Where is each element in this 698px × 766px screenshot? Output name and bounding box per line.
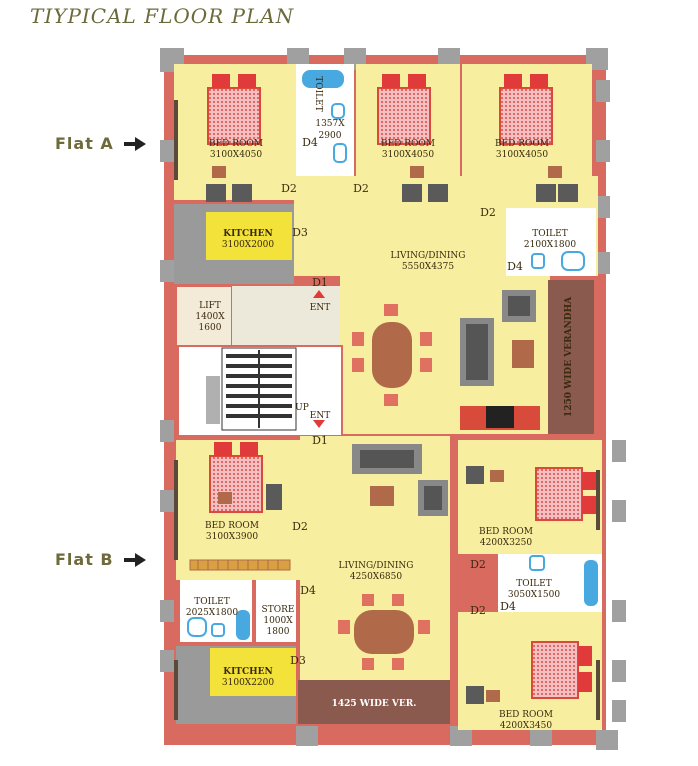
label-b-toilet2: TOILET <box>516 579 552 589</box>
door-label: D1 <box>312 434 328 447</box>
label-b-store: STORE <box>262 605 295 615</box>
toilet-fixtures <box>187 70 598 640</box>
size-a-toilet2: 2100X1800 <box>524 240 576 250</box>
label-a-kitchen: KITCHEN <box>223 229 272 239</box>
dining-table-a <box>352 304 432 406</box>
label-lift: LIFT <box>199 301 221 311</box>
label-b-living: LIVING/DINING <box>339 561 414 571</box>
verandah-b <box>298 680 450 724</box>
door-label: D4 <box>302 136 318 149</box>
flat-a-label: Flat A <box>55 134 114 153</box>
door-label: D2 <box>470 604 486 617</box>
size-a-toilet1-2: 2900 <box>319 131 342 141</box>
size-lift-2: 1600 <box>199 323 222 333</box>
door-label: D3 <box>290 654 306 667</box>
arrow-right-icon <box>124 553 146 567</box>
door-label: D4 <box>507 260 523 273</box>
door-label: D2 <box>480 206 496 219</box>
size-a-toilet1-1: 1357X <box>315 119 345 129</box>
door-label: D2 <box>281 182 297 195</box>
label-b-kitchen: KITCHEN <box>223 667 272 677</box>
entry-arrow-icon <box>313 290 325 298</box>
door-label: D2 <box>470 558 486 571</box>
ent-label: ENT <box>310 303 330 313</box>
size-b-living: 4250X6850 <box>350 572 402 582</box>
size-a-living: 5550X4375 <box>402 262 454 272</box>
beds <box>207 74 596 699</box>
label-a-toilet2: TOILET <box>532 229 568 239</box>
label-verandha: 1250 WIDE VERANDHA <box>564 296 574 417</box>
door-label: D2 <box>353 182 369 195</box>
label-b-bed2: BED ROOM <box>479 527 533 537</box>
verandha-a <box>548 280 594 434</box>
door-label: D4 <box>300 584 316 597</box>
kitchen-b <box>210 648 296 696</box>
size-b-toilet1: 2025X1800 <box>186 608 238 618</box>
size-b-bed3: 4200X3450 <box>500 721 552 731</box>
size-b-bed1: 3100X3900 <box>206 532 258 542</box>
size-a-kitchen: 3100X2000 <box>222 240 274 250</box>
label-a-bed1: BED ROOM <box>209 139 263 149</box>
size-a-bed3: 3100X4050 <box>496 150 548 160</box>
door-label: D3 <box>292 226 308 239</box>
staircase <box>221 347 297 431</box>
size-b-store-1: 1000X <box>263 616 293 626</box>
label-a-bed3: BED ROOM <box>495 139 549 149</box>
flat-b-label: Flat B <box>55 550 114 569</box>
size-b-store-2: 1800 <box>267 627 290 637</box>
page-title: TIYPICAL FLOOR PLAN <box>30 4 295 28</box>
label-b-toilet1: TOILET <box>194 597 230 607</box>
pillars <box>160 48 626 750</box>
kitchen-a <box>206 212 292 260</box>
dining-table-b <box>338 594 430 670</box>
label-b-bed3: BED ROOM <box>499 710 553 720</box>
ent-label: ENT <box>310 411 330 421</box>
entry-arrow-icon <box>313 420 325 428</box>
arrow-right-icon <box>124 137 146 151</box>
label-a-living: LIVING/DINING <box>391 251 466 261</box>
size-a-bed1: 3100X4050 <box>210 150 262 160</box>
size-b-kitchen: 3100X2200 <box>222 678 274 688</box>
size-a-bed2: 3100X4050 <box>382 150 434 160</box>
size-b-toilet2: 3050X1500 <box>508 590 560 600</box>
size-b-bed2: 4200X3250 <box>480 538 532 548</box>
door-label: D2 <box>292 520 308 533</box>
label-b-bed1: BED ROOM <box>205 521 259 531</box>
door-label: D1 <box>312 276 328 289</box>
label-a-bed2: BED ROOM <box>381 139 435 149</box>
door-label: D4 <box>500 600 516 613</box>
size-lift-1: 1400X <box>195 312 225 322</box>
up-label: UP <box>295 403 309 413</box>
label-a-toilet1: TOILET <box>313 76 323 112</box>
label-b-verandah: 1425 WIDE VER. <box>332 699 417 709</box>
